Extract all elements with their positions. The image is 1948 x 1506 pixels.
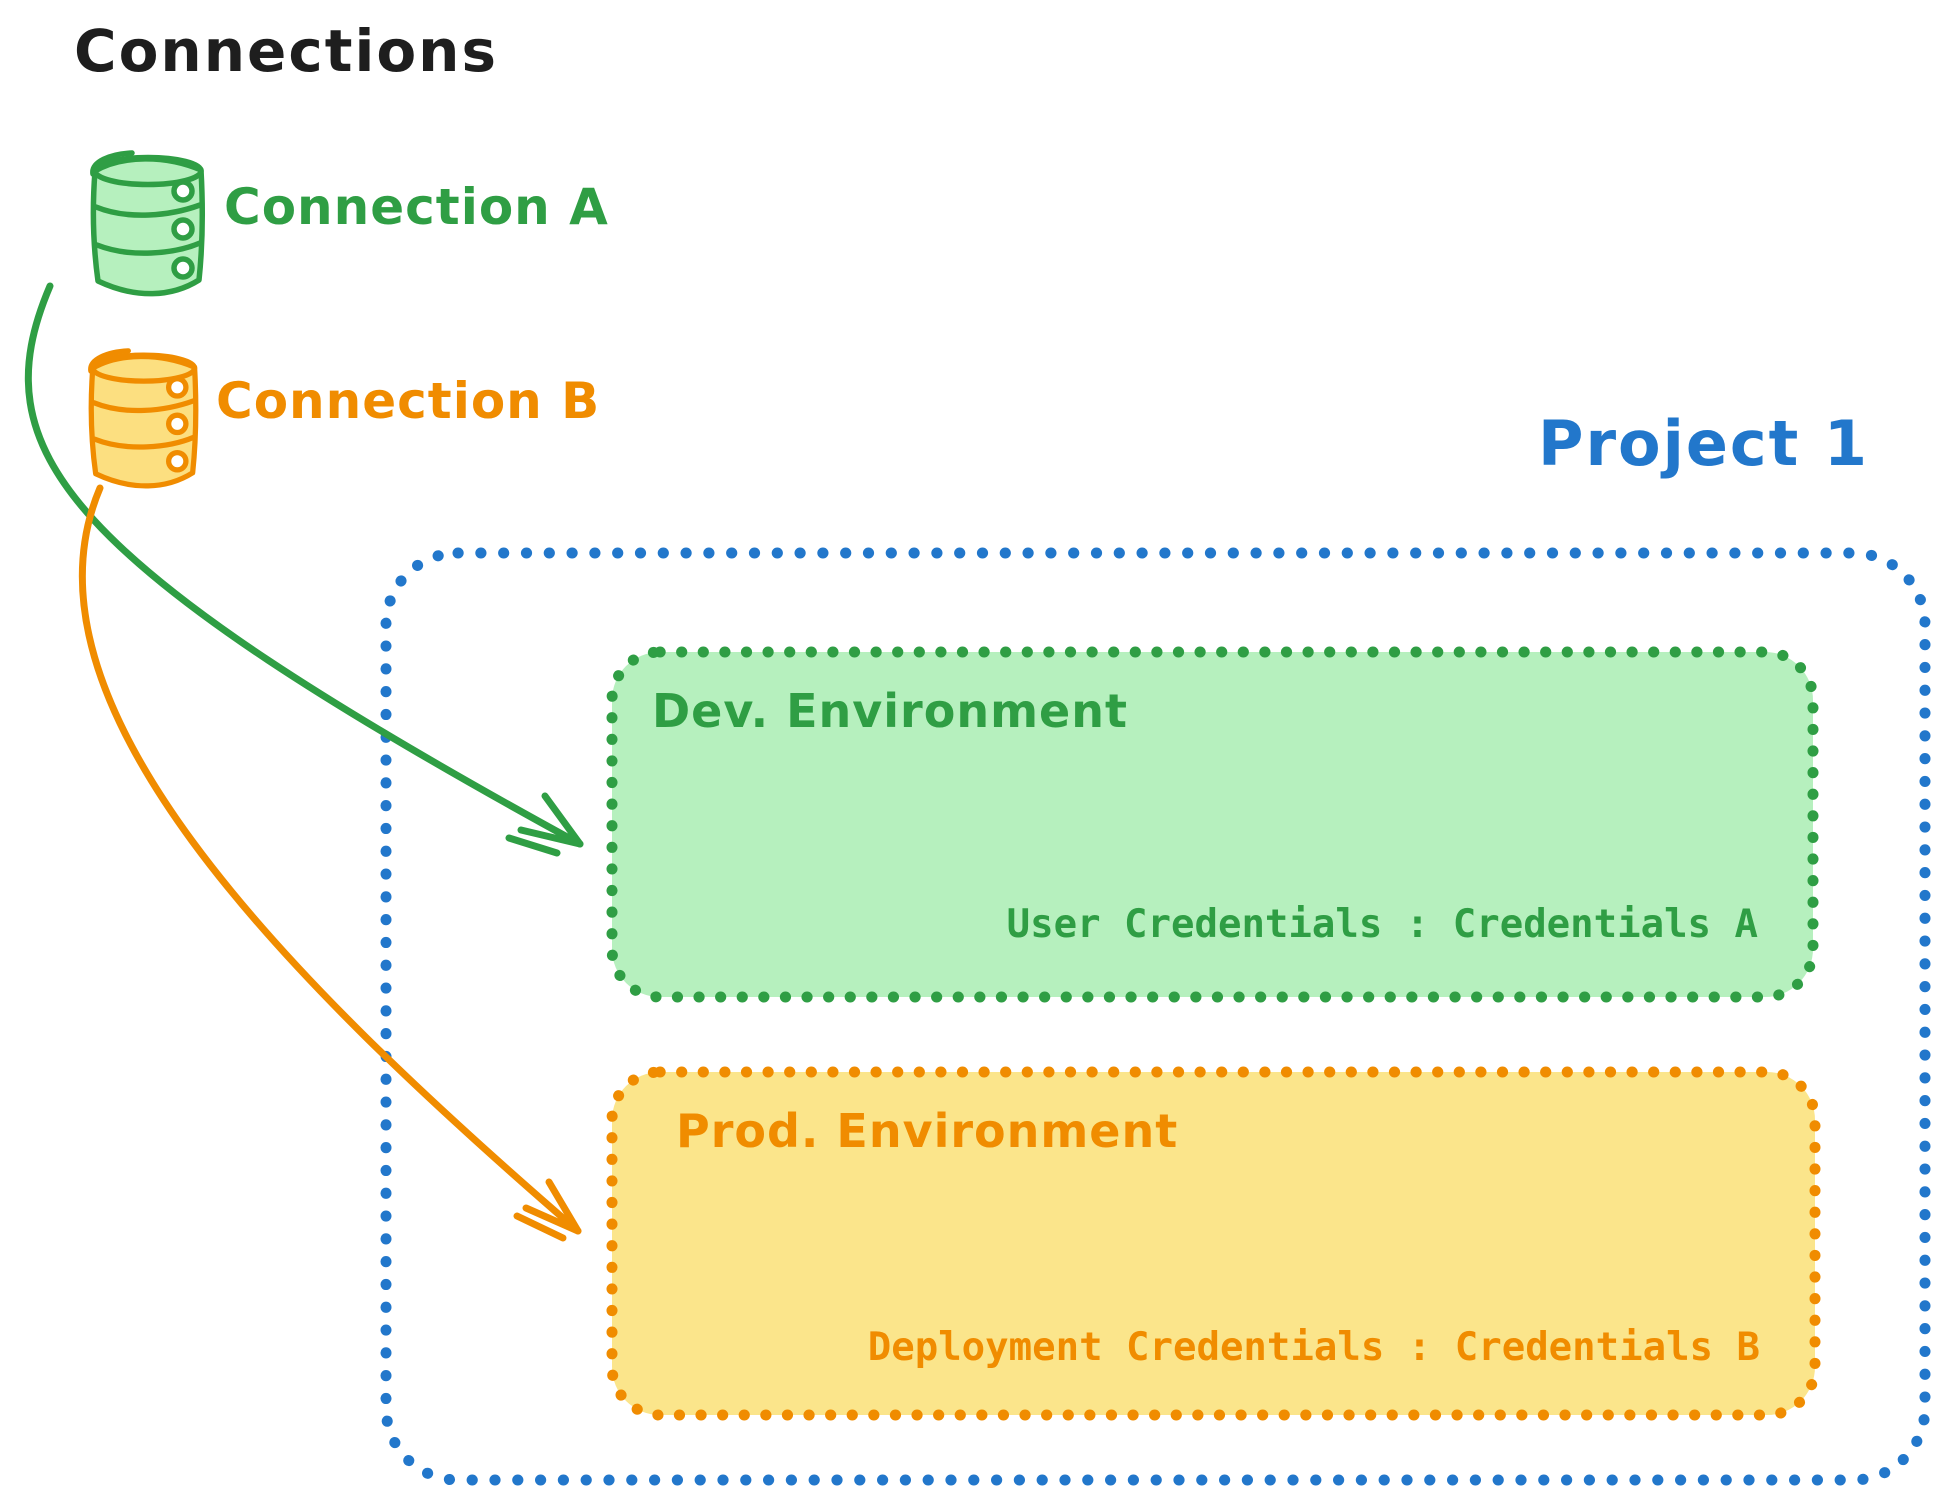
connection-b-label: Connection B [216,372,601,430]
arrow-shaft [78,484,582,1235]
arrowhead-icon [505,792,584,857]
database-divider [94,240,203,256]
project-1-container-box [380,547,1931,1486]
connection-a-label: Connection A [224,178,609,236]
prod-environment-box [606,1066,1821,1421]
dev-credentials-text: User Credentials : Credentials A [1006,902,1758,947]
project-title: Project 1 [1538,407,1870,480]
arrow-shaft [24,282,584,848]
database-icon [90,150,206,297]
arrow-connection-a-to-dev [24,282,584,857]
dev-environment-box [606,646,1819,1003]
database-port-dot [166,450,189,473]
prod-environment-label: Prod. Environment [676,1104,1179,1158]
database-divider [91,398,197,414]
database-port-dot [171,179,195,203]
sketch-stroke [88,348,131,374]
database-port-dot [166,412,189,436]
database-divider [92,434,197,450]
connections-title: Connections [74,17,498,85]
arrow-connection-b-to-prod [78,484,582,1242]
database-port-dot [171,256,195,280]
database-port-dot [171,217,195,241]
database-port-dot [166,376,189,399]
database-icon [88,348,199,489]
sketch-stroke [90,150,135,177]
database-divider [93,202,203,218]
prod-credentials-text: Deployment Credentials : Credentials B [867,1325,1760,1370]
dev-environment-label: Dev. Environment [652,684,1128,738]
arrowhead-icon [513,1178,582,1242]
